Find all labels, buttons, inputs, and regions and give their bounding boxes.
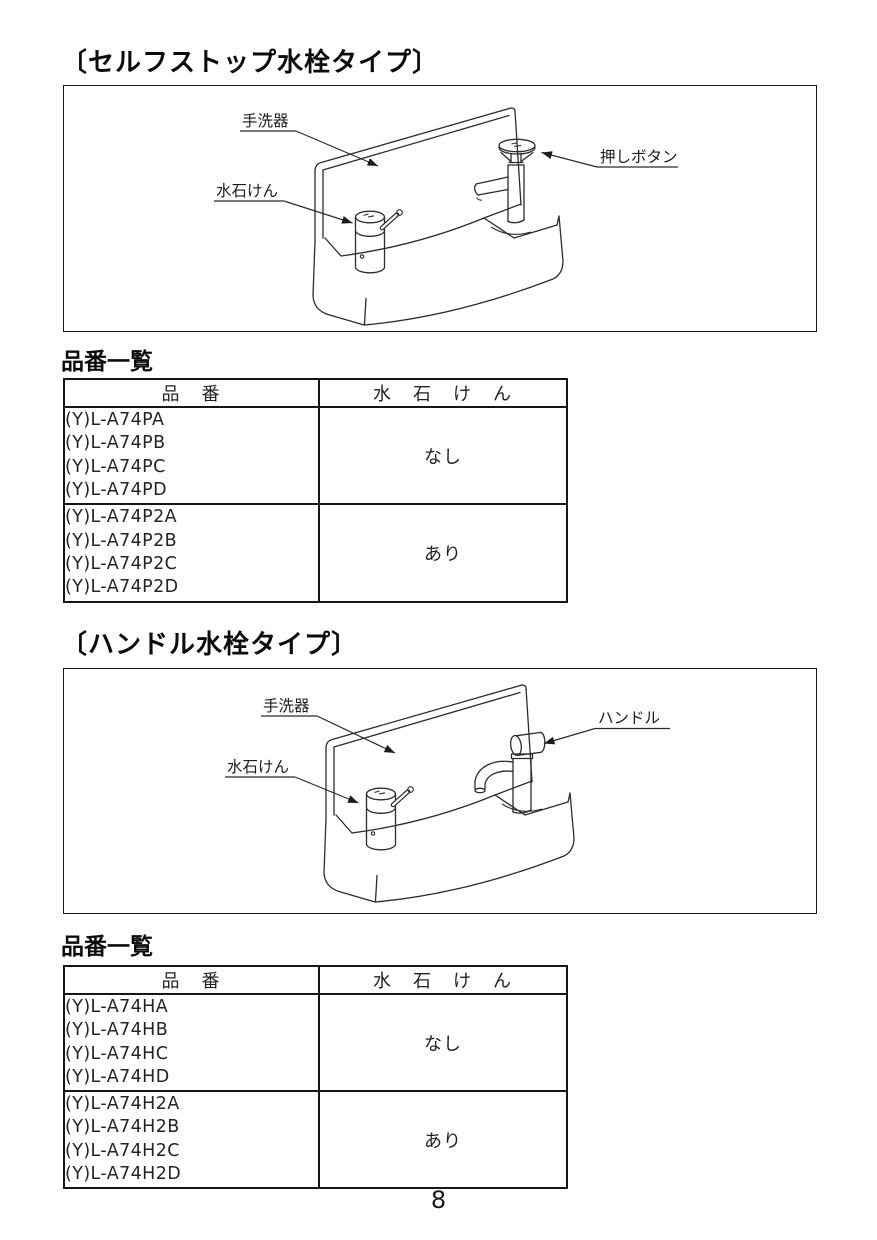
label-push-button: 押しボタン <box>541 148 678 168</box>
handle-faucet-drawing <box>474 731 546 814</box>
part-number: (Y)L-A74PD <box>65 479 167 500</box>
table-row: (Y)L-A74PA (Y)L-A74PB (Y)L-A74PC (Y)L-A7… <box>63 406 568 505</box>
parts-table-handle: 品 番 水 石 け ん (Y)L-A74HA (Y)L-A74HB (Y)L-A… <box>63 965 568 1189</box>
part-number: (Y)L-A74H2C <box>65 1140 180 1161</box>
part-number-cell: (Y)L-A74PA (Y)L-A74PB (Y)L-A74PC (Y)L-A7… <box>63 406 320 505</box>
push-button-label-text: 押しボタン <box>600 148 678 166</box>
soap-value: あり <box>318 503 568 603</box>
selfstop-basin-diagram: 手洗器 押しボタン 水石けん <box>214 107 678 326</box>
basin-drawing <box>312 107 564 326</box>
part-number: (Y)L-A74H2D <box>65 1163 182 1184</box>
label-basin: 手洗器 <box>261 697 396 754</box>
part-number-cell: (Y)L-A74P2A (Y)L-A74P2B (Y)L-A74P2C (Y)L… <box>63 503 320 603</box>
table-row: (Y)L-A74HA (Y)L-A74HB (Y)L-A74HC (Y)L-A7… <box>63 993 568 1092</box>
part-number: (Y)L-A74HB <box>65 1020 169 1041</box>
part-number: (Y)L-A74HA <box>65 996 169 1017</box>
part-number: (Y)L-A74HD <box>65 1066 170 1087</box>
soap-value: なし <box>318 993 568 1092</box>
basin-label-text: 手洗器 <box>263 697 310 715</box>
part-number: (Y)L-A74H2B <box>65 1117 180 1138</box>
part-number: (Y)L-A74PC <box>65 456 166 477</box>
section-heading-handle: 〔ハンドル水栓タイプ〕 <box>61 630 359 660</box>
page-number: 8 <box>430 1186 447 1214</box>
part-number: (Y)L-A74PA <box>65 409 165 430</box>
label-handle: ハンドル <box>543 709 670 745</box>
table-header-part-number: 品 番 <box>63 965 320 995</box>
part-number-cell: (Y)L-A74H2A (Y)L-A74H2B (Y)L-A74H2C (Y)L… <box>63 1090 320 1189</box>
part-number: (Y)L-A74HC <box>65 1043 169 1064</box>
basin-label-text: 手洗器 <box>242 112 289 130</box>
table-header-row: 品 番 水 石 け ん <box>63 965 568 995</box>
table-header-part-number: 品 番 <box>63 378 320 408</box>
soap-label-text: 水石けん <box>227 758 289 776</box>
part-number: (Y)L-A74P2D <box>65 577 179 598</box>
table-row: (Y)L-A74P2A (Y)L-A74P2B (Y)L-A74P2C (Y)L… <box>63 503 568 603</box>
diagram-box-handle: 手洗器 ハンドル 水石けん <box>63 668 817 914</box>
label-soap: 水石けん <box>214 182 353 224</box>
soap-dispenser-drawing <box>354 209 403 274</box>
part-number: (Y)L-A74P2B <box>65 530 178 551</box>
table-header-soap: 水 石 け ん <box>318 965 568 995</box>
diagram-box-selfstop: 手洗器 押しボタン 水石けん <box>63 85 817 332</box>
part-number: (Y)L-A74P2A <box>65 507 178 528</box>
part-number: (Y)L-A74PB <box>65 433 166 454</box>
handle-label-text: ハンドル <box>598 709 660 727</box>
basin-drawing <box>323 684 575 903</box>
label-basin: 手洗器 <box>240 112 379 167</box>
list-title-handle: 品番一覧 <box>61 934 153 960</box>
soap-value: なし <box>318 406 568 505</box>
soap-label-text: 水石けん <box>216 182 278 200</box>
selfstop-faucet-drawing <box>473 138 536 224</box>
handle-basin-diagram: 手洗器 ハンドル 水石けん <box>225 684 670 903</box>
list-title-selfstop: 品番一覧 <box>61 349 153 375</box>
part-number: (Y)L-A74H2A <box>65 1093 180 1114</box>
parts-table-selfstop: 品 番 水 石 け ん (Y)L-A74PA (Y)L-A74PB (Y)L-A… <box>63 378 568 603</box>
part-number-cell: (Y)L-A74HA (Y)L-A74HB (Y)L-A74HC (Y)L-A7… <box>63 993 320 1092</box>
table-header-row: 品 番 水 石 け ん <box>63 378 568 408</box>
soap-value: あり <box>318 1090 568 1189</box>
table-row: (Y)L-A74H2A (Y)L-A74H2B (Y)L-A74H2C (Y)L… <box>63 1090 568 1189</box>
part-number: (Y)L-A74P2C <box>65 554 178 574</box>
table-header-soap: 水 石 け ん <box>318 378 568 408</box>
label-soap: 水石けん <box>225 758 359 804</box>
section-heading-selfstop: 〔セルフストップ水栓タイプ〕 <box>61 48 440 78</box>
